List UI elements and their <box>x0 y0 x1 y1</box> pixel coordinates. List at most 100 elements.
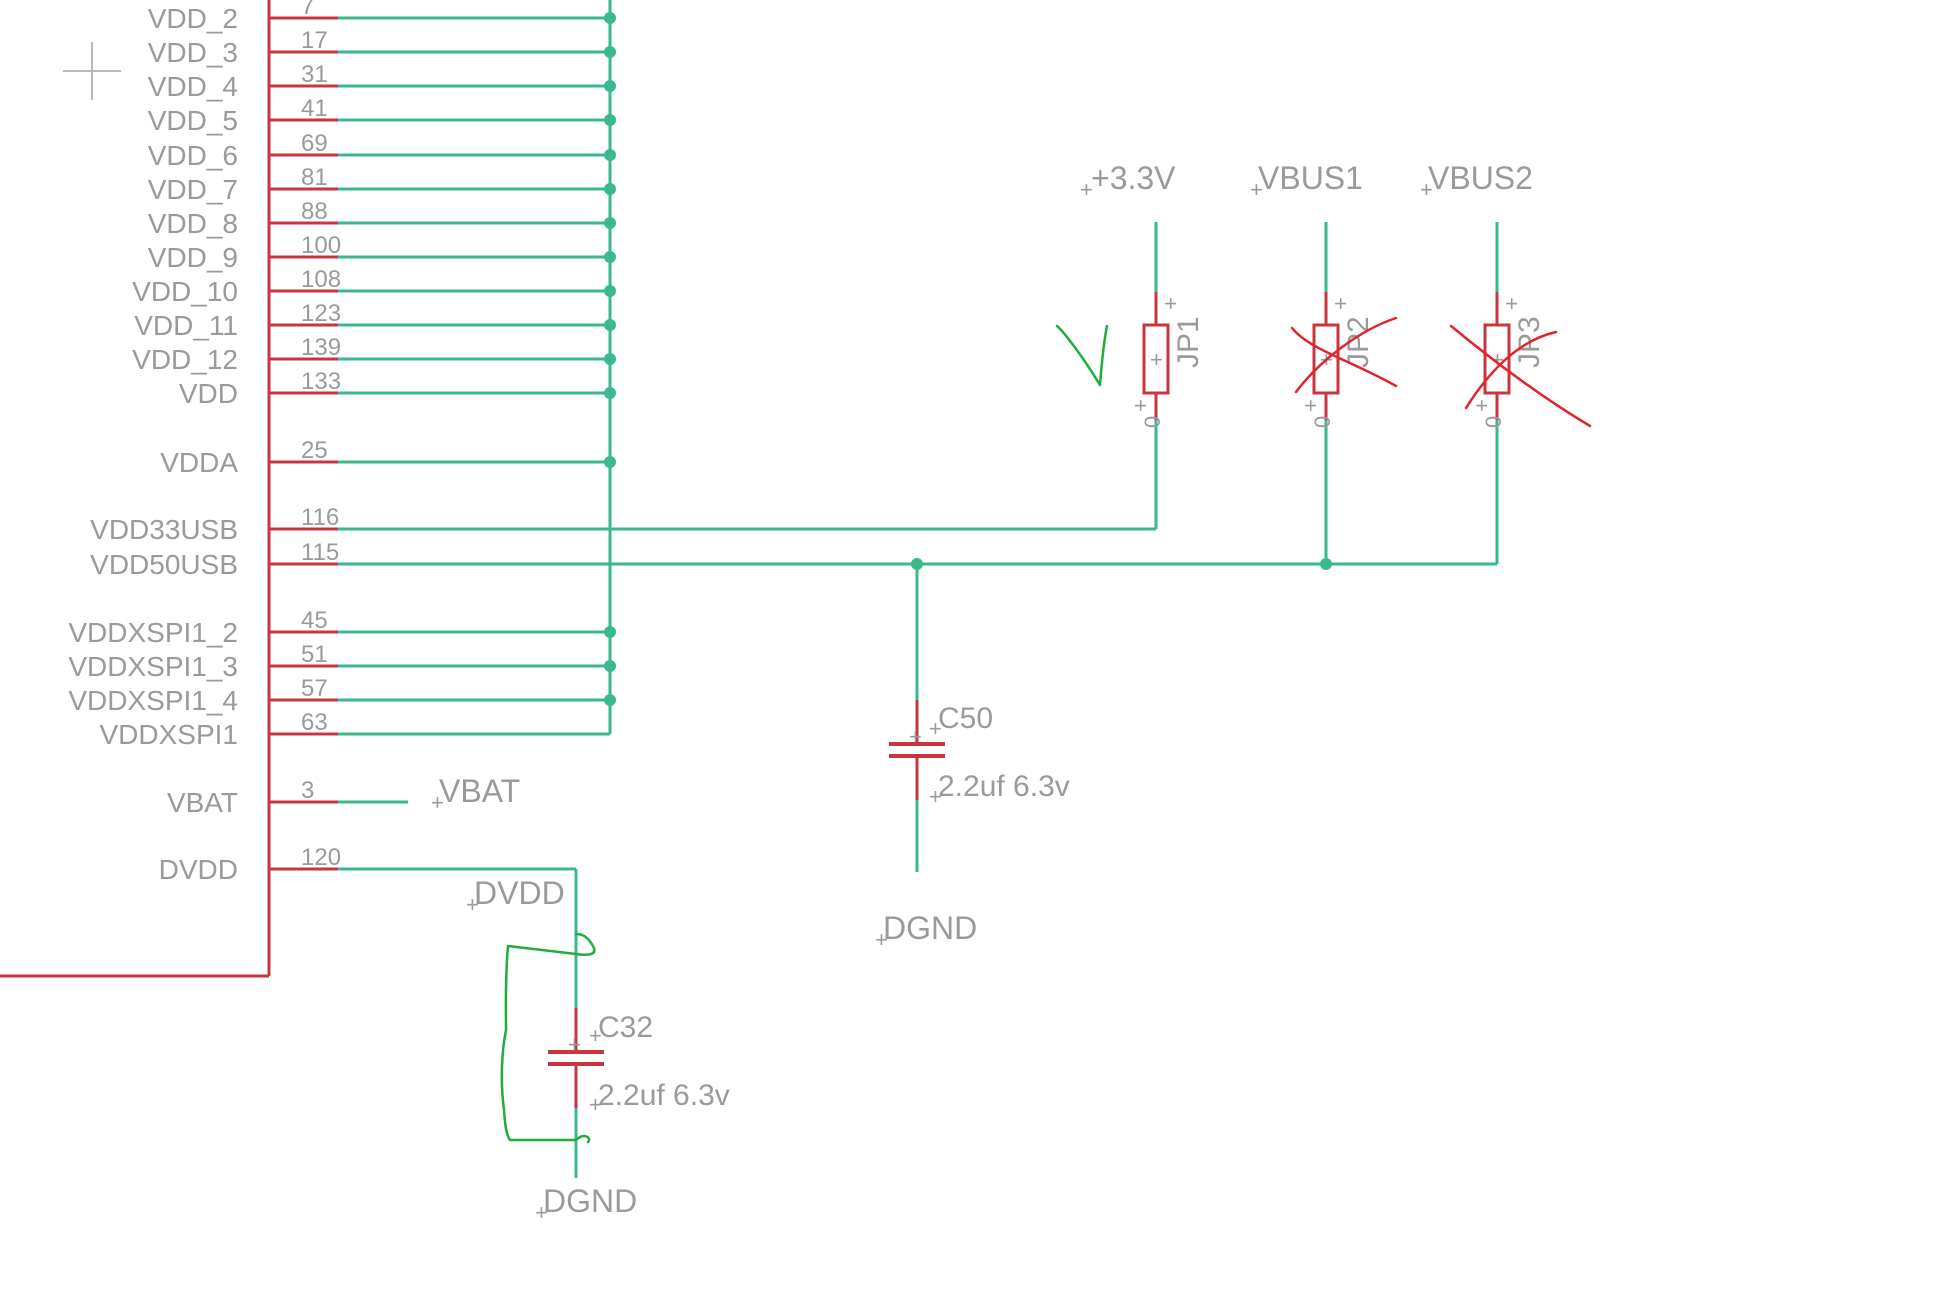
pin-number: 81 <box>301 164 328 191</box>
jumper-origin-cross-icon: + <box>1499 297 1524 310</box>
jumper-jp3-symbol: +JP3+0+ <box>1469 222 1546 428</box>
net-label-dgnd-c50: DGND <box>883 910 977 946</box>
pin-vddxspi1_4: VDDXSPI1_4 57 <box>68 675 616 716</box>
pin-number: 133 <box>301 368 341 395</box>
pin-number: 17 <box>301 27 328 54</box>
svg-text:+: + <box>568 1032 581 1057</box>
pin-number: 108 <box>301 266 341 293</box>
pin-name: VDD_3 <box>148 37 238 68</box>
pin-number: 41 <box>301 95 328 122</box>
pin-number: 45 <box>301 607 328 634</box>
jumpers: +JP1+0++JP2+0++JP3+0+ <box>1128 222 1546 428</box>
pin-vdd_4: VDD_4 31 <box>148 61 616 102</box>
pin-number: 120 <box>301 844 341 871</box>
pin-name: VDD_7 <box>148 174 238 205</box>
c50-value: 2.2uf 6.3v <box>938 770 1070 803</box>
pin-name: VDD_11 <box>134 310 238 341</box>
bypass-loop-annotation <box>500 932 596 1144</box>
cross-out-jp3-annotation-icon <box>1449 324 1592 428</box>
pin-number: 51 <box>301 641 328 668</box>
net-origin-cross-icon: + <box>466 892 479 917</box>
net-origin-cross-icon: + <box>1080 177 1093 202</box>
jumper-jp2-symbol: +JP2+0+ <box>1298 222 1375 428</box>
pin-name: VDDA <box>160 447 238 478</box>
net-label-vbus2: VBUS2 <box>1428 160 1533 196</box>
pin-name: VDD <box>179 378 238 409</box>
capacitor-c50-symbol: + <box>889 564 945 872</box>
net-origin-cross-icon: + <box>1250 177 1263 202</box>
part-origin-cross-icon: + <box>589 1092 602 1117</box>
pin-name: VDD_6 <box>148 140 238 171</box>
net-origin-cross-icon: + <box>431 790 444 815</box>
pin-name: VDD_10 <box>132 276 238 307</box>
jumper-zero-mark: 0 <box>1140 416 1165 428</box>
pin-number: 100 <box>301 232 341 259</box>
pin-name: VDD_9 <box>148 242 238 273</box>
pin-vdd_11: VDD_11 123 <box>134 300 616 341</box>
part-origin-cross-icon: + <box>929 784 942 809</box>
origin-cross-icon <box>63 42 121 100</box>
pin-number: 116 <box>301 504 339 531</box>
pin-number: 63 <box>301 709 328 736</box>
pin-vddxspi1_2: VDDXSPI1_2 45 <box>68 607 616 648</box>
jumper-label: JP1 <box>1172 316 1205 368</box>
jumper-origin-cross-icon: + <box>1158 297 1183 310</box>
pin-vdd_5: VDD_5 41 <box>148 95 616 136</box>
dvdd-wire <box>338 867 578 1178</box>
pin-name: VDDXSPI1_4 <box>68 685 238 716</box>
pin-name: VDDXSPI1 <box>100 719 239 750</box>
net-label-3v3: +3.3V <box>1091 160 1176 196</box>
jumper-plus-mark: + <box>1150 347 1163 372</box>
pin-vdd_7: VDD_7 81 <box>148 164 616 205</box>
cross-out-jp2-annotation-icon <box>1290 316 1398 394</box>
pin-number: 3 <box>301 777 314 804</box>
pin-name: VDD_12 <box>132 344 238 375</box>
vdd33usb-wire <box>338 420 1158 531</box>
pin-vbat: VBAT 3 <box>167 777 338 818</box>
pin-name: VDD_4 <box>148 71 238 102</box>
pin-vddxspi1: VDDXSPI1 63 <box>100 709 610 750</box>
pin-number: 139 <box>301 334 341 361</box>
jumper-origin-cross-icon: + <box>1298 399 1323 412</box>
pin-name: VDDXSPI1_3 <box>68 651 238 682</box>
jumper-origin-cross-icon: + <box>1128 399 1153 412</box>
pin-name: VDD_8 <box>148 208 238 239</box>
pin-vdd_8: VDD_8 88 <box>148 198 616 239</box>
pin-vdd_3: VDD_3 17 <box>148 27 616 68</box>
pin-name: VBAT <box>167 787 238 818</box>
vdd50usb-wire <box>338 420 1499 570</box>
pin-vdd_10: VDD_10 108 <box>132 266 616 307</box>
pin-number: 88 <box>301 198 328 225</box>
part-origin-cross-icon: + <box>589 1023 602 1048</box>
pin-number: 123 <box>301 300 341 327</box>
pin-number: 7 <box>301 0 314 20</box>
jumper-origin-cross-icon: + <box>1328 297 1353 310</box>
pin-number: 25 <box>301 437 328 464</box>
c32-name: C32 <box>598 1011 653 1044</box>
svg-text:+: + <box>909 724 922 749</box>
checkmark-annotation-icon <box>1055 324 1109 387</box>
pin-number: 57 <box>301 675 328 702</box>
pin-vdd_9: VDD_9 100 <box>148 232 616 273</box>
net-label-vbat: VBAT <box>439 773 520 809</box>
c32-value: 2.2uf 6.3v <box>598 1079 730 1112</box>
pin-vdda: VDDA 25 <box>160 437 616 478</box>
pin-name: VDD50USB <box>90 549 238 580</box>
net-label-dvdd: DVDD <box>474 875 565 911</box>
net-label-dgnd-c32: DGND <box>543 1183 637 1219</box>
pin-number: 31 <box>301 61 328 88</box>
pin-vdd: VDD 133 <box>179 368 616 409</box>
pin-vdd_2: VDD_2 7 <box>148 0 616 34</box>
pin-name: VDD_5 <box>148 105 238 136</box>
jumper-zero-mark: 0 <box>1481 416 1506 428</box>
pin-name: VDD_2 <box>148 3 238 34</box>
part-origin-cross-icon: + <box>929 716 942 741</box>
net-origin-cross-icon: + <box>875 927 888 952</box>
pin-name: VDDXSPI1_2 <box>68 617 238 648</box>
